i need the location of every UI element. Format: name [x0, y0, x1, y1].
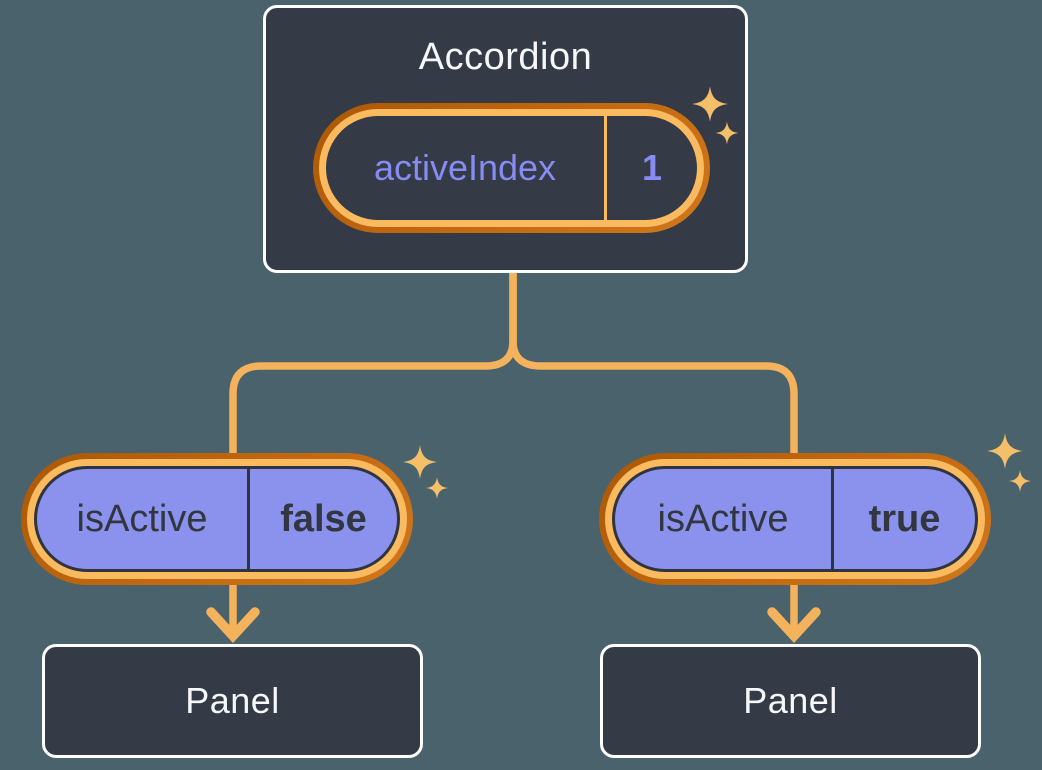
pill-divider — [604, 116, 607, 220]
prop-pill-right-ring: isActive true — [605, 459, 985, 579]
prop-pill-right: isActive true — [599, 453, 991, 585]
prop-name-right: isActive — [657, 497, 789, 540]
state-name: activeIndex — [373, 147, 557, 188]
panel-label-left: Panel — [185, 680, 280, 721]
state-pill: activeIndex 1 — [313, 103, 710, 233]
accordion-component-card: Accordion activeIndex 1 — [263, 5, 748, 273]
prop-pill-left-ring: isActive false — [27, 459, 407, 579]
sparkle-icon — [1009, 470, 1031, 492]
down-arrow-icon — [206, 607, 260, 644]
sparkle-icon — [987, 433, 1023, 469]
down-arrow-icon — [767, 607, 821, 644]
prop-pill-left: isActive false — [21, 453, 413, 585]
pill-divider — [831, 469, 834, 569]
state-pill-ring: activeIndex 1 — [319, 109, 704, 227]
panel-label-right: Panel — [743, 680, 838, 721]
prop-value-left: false — [280, 497, 367, 540]
sparkle-icon — [426, 477, 448, 499]
panel-box-right: Panel — [600, 644, 981, 758]
state-value: 1 — [641, 147, 663, 188]
component-title: Accordion — [418, 36, 593, 78]
prop-value-right: true — [868, 497, 941, 540]
sparkle-icon — [403, 445, 437, 479]
prop-name-left: isActive — [76, 497, 208, 540]
panel-box-left: Panel — [42, 644, 423, 758]
